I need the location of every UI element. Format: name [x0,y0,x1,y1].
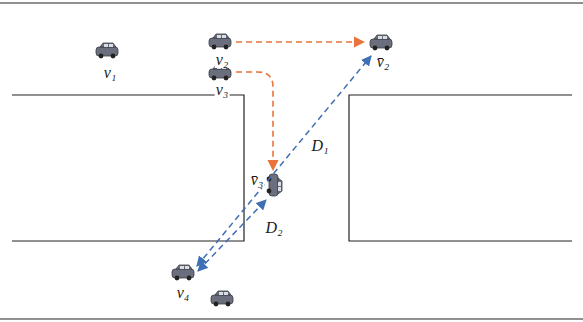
vehicle-label: v₁ [103,65,118,81]
vehicle-label: v₂ [215,52,230,68]
distance-label: D₁ [310,138,329,154]
distance-label: D₂ [264,220,283,236]
vehicle-label: v₃ [215,82,230,98]
vehicles [96,34,392,306]
distance-arrows [197,56,371,271]
motion-arrows [236,42,364,170]
road-edges [0,3,583,319]
vehicle-label: v₄ [176,285,191,301]
vehicle-label: v̄₂ [376,54,391,70]
vehicle-label: v̄₃ [250,172,265,188]
